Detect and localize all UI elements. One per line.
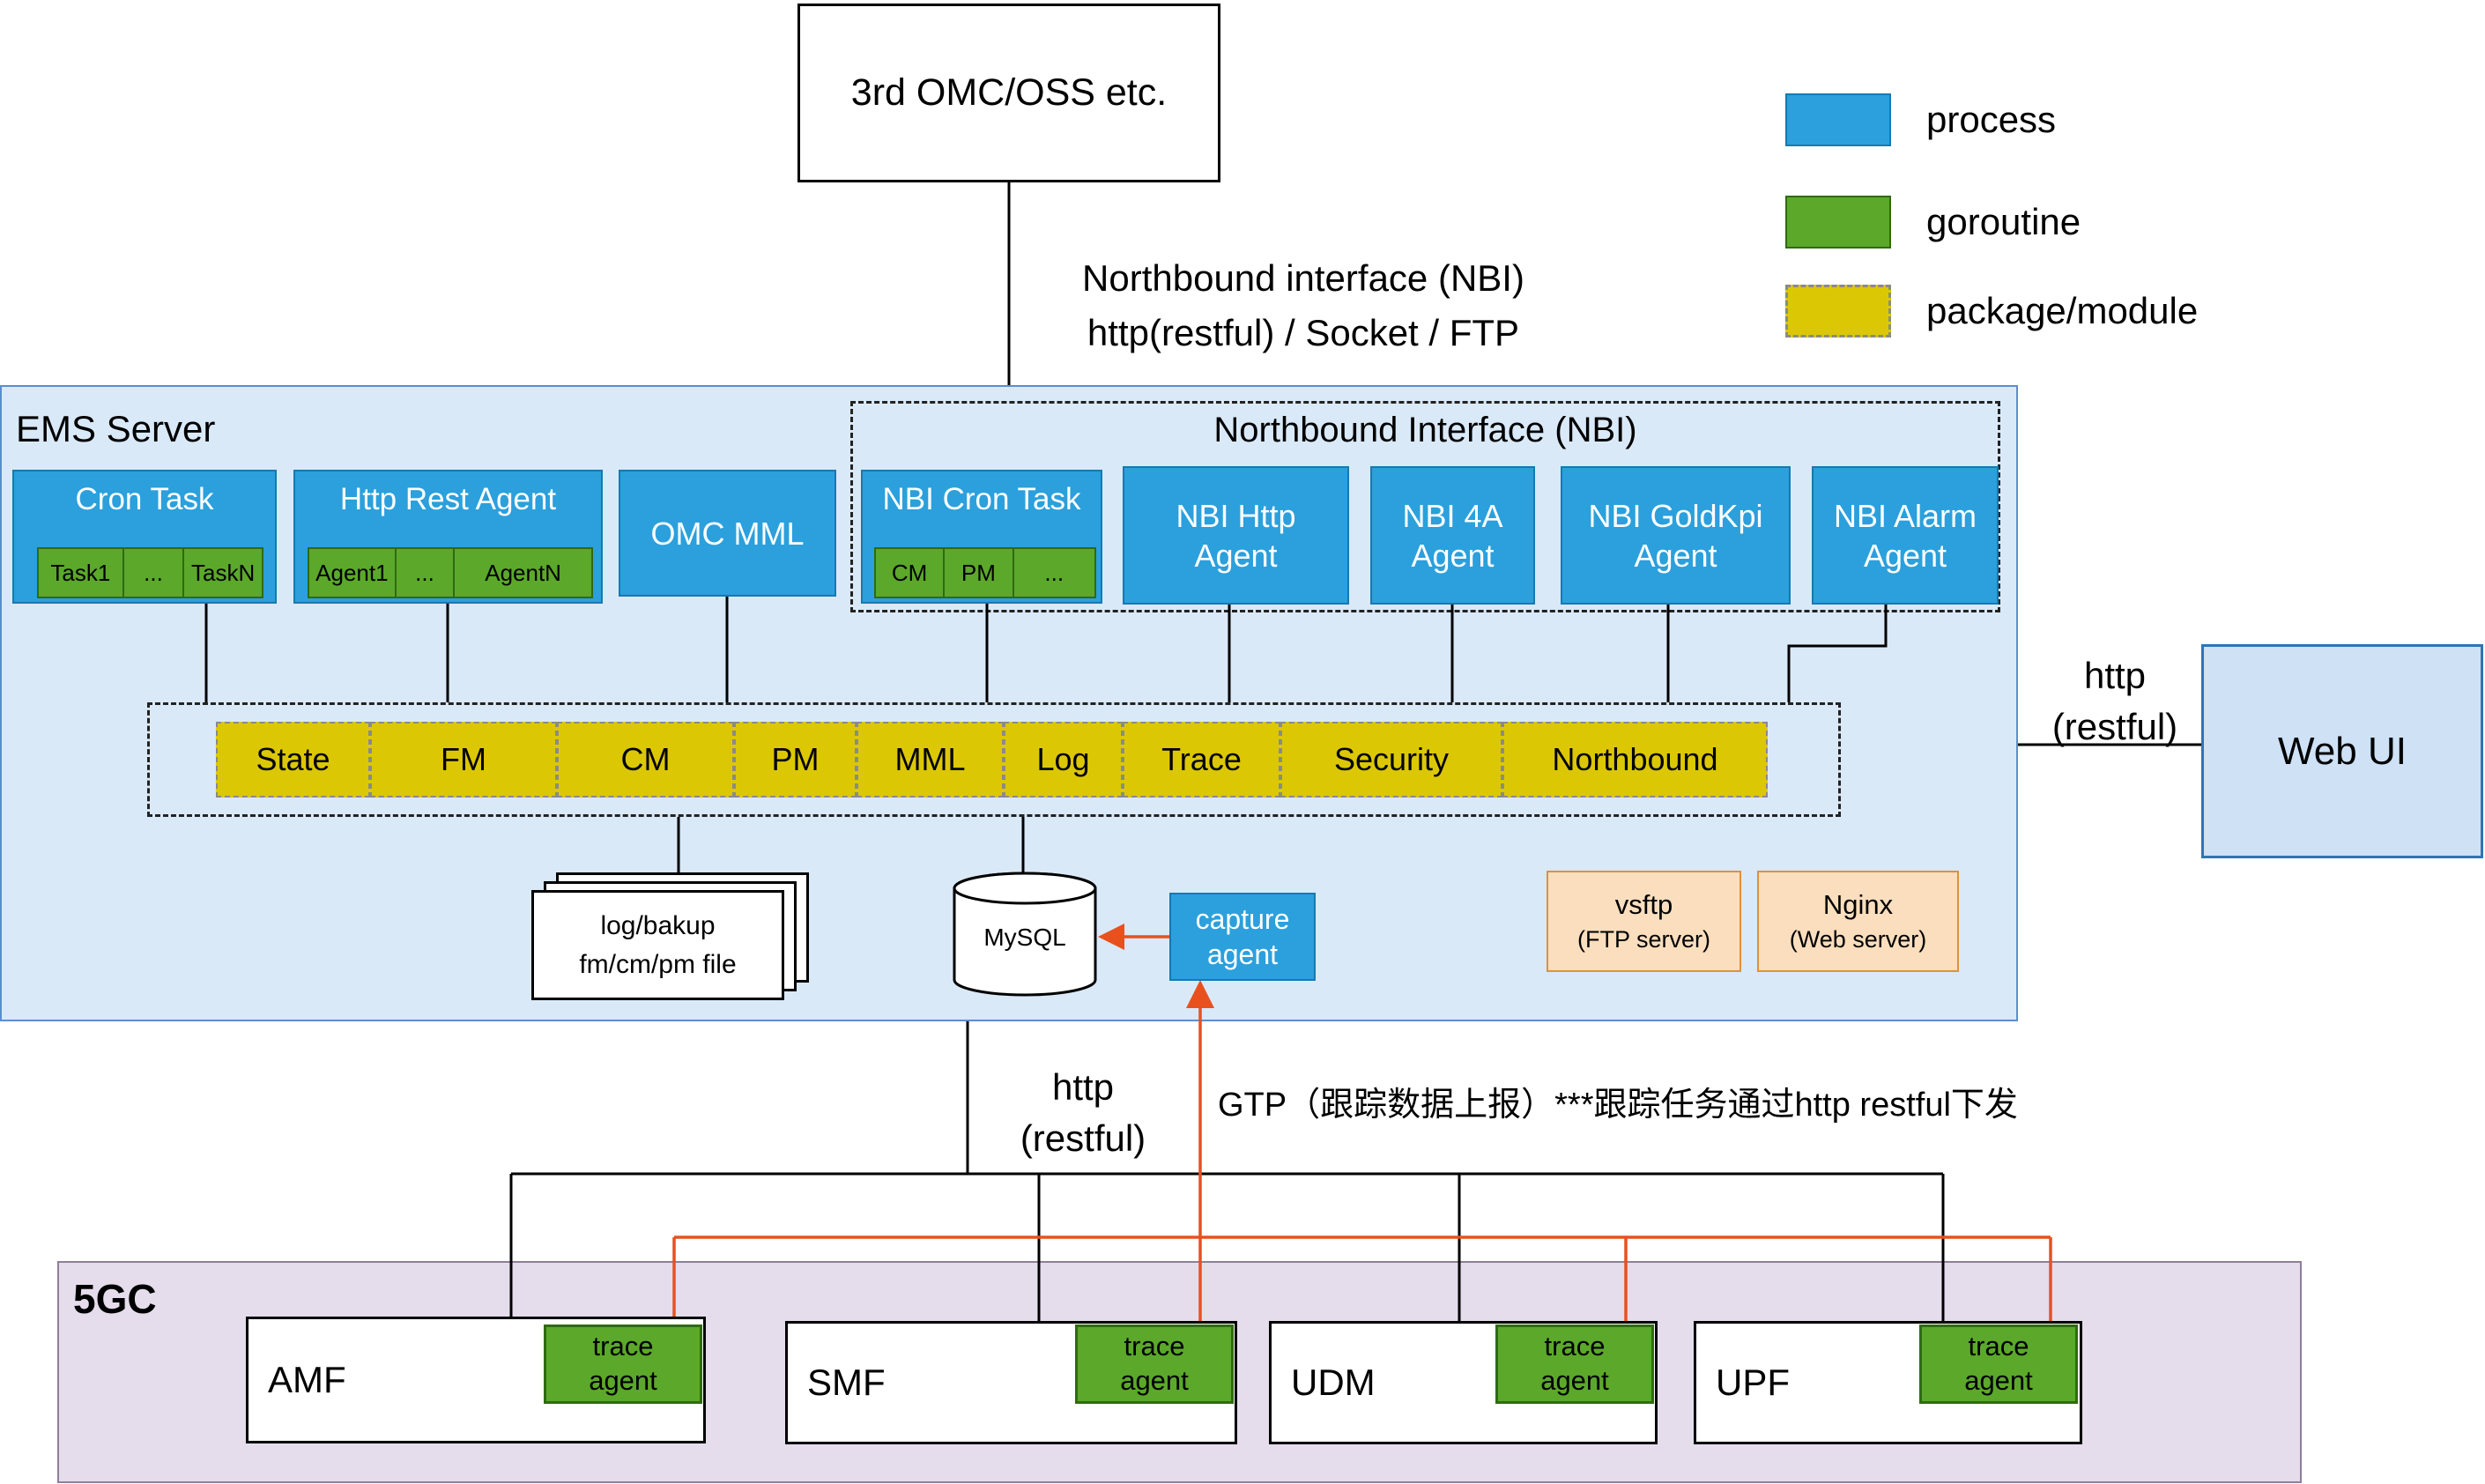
udm-trace-agent-label: trace agent	[1540, 1331, 1609, 1396]
legend-process-label: process	[1926, 99, 2057, 140]
nbi-4a-agent-label: NBI 4A Agent	[1402, 497, 1503, 574]
upf-trace-agent: trace agent	[1919, 1324, 2078, 1404]
nginx-desc: (Web server)	[1789, 926, 1927, 953]
goroutine-task-ellipsis: ...	[122, 547, 185, 598]
log-files-stack: log/bakup fm/cm/pm file	[531, 872, 822, 1019]
nbi-group-title: Northbound Interface (NBI)	[1213, 411, 1637, 449]
module-security: Security	[1280, 722, 1502, 798]
nginx-box: Nginx (Web server)	[1757, 871, 1959, 972]
module-pm: PM	[734, 722, 857, 798]
module-log: Log	[1004, 722, 1123, 798]
legend-package-label: package/module	[1926, 290, 2199, 331]
http-rest-agent-box: Http Rest Agent Agent1 ... AgentN	[293, 470, 603, 604]
omc-mml-label: OMC MML	[650, 515, 805, 552]
mysql-database: MySQL	[952, 869, 1098, 999]
south-http-line1: http	[1051, 1066, 1115, 1108]
module-mml: MML	[857, 722, 1004, 798]
amf-label: AMF	[268, 1359, 346, 1400]
capture-agent-box: capture agent	[1169, 893, 1316, 981]
vsftp-box: vsftp (FTP server)	[1547, 871, 1741, 972]
goroutine-nbi-ellipsis: ...	[1012, 547, 1096, 598]
cron-task-box: Cron Task Task1 ... TaskN	[12, 470, 277, 604]
nbi-cron-task-box: NBI Cron Task CM PM ...	[861, 470, 1102, 604]
nbi-goldkpi-agent-box: NBI GoldKpi Agent	[1561, 466, 1791, 605]
nbi-link-line2: http(restful) / Socket / FTP	[1087, 312, 1520, 353]
core-5gc-title: 5GC	[73, 1276, 157, 1322]
nbi-http-agent-box: NBI Http Agent	[1123, 466, 1349, 605]
external-omc-oss-label: 3rd OMC/OSS etc.	[850, 71, 1168, 114]
http-rest-agent-label: Http Rest Agent	[339, 482, 557, 516]
nbi-alarm-agent-label: NBI Alarm Agent	[1833, 497, 1977, 574]
cron-task-goroutines: Task1 ... TaskN	[37, 547, 263, 598]
amf-trace-agent: trace agent	[544, 1324, 702, 1404]
nbi-cron-task-label: NBI Cron Task	[882, 482, 1081, 516]
goroutine-pm: PM	[943, 547, 1014, 598]
goroutine-task1: Task1	[37, 547, 124, 598]
omc-mml-box: OMC MML	[619, 470, 836, 597]
web-ui-label: Web UI	[2278, 729, 2407, 773]
files-label-line2: fm/cm/pm file	[579, 949, 737, 979]
module-fm: FM	[370, 722, 557, 798]
module-northbound: Northbound	[1502, 722, 1768, 798]
web-ui-box: Web UI	[2201, 644, 2483, 858]
mysql-label: MySQL	[983, 924, 1066, 951]
south-http-label: http (restful)	[977, 1062, 1189, 1164]
legend-goroutine-swatch	[1785, 196, 1891, 249]
webui-link-line1: http	[2083, 655, 2147, 696]
module-state: State	[216, 722, 370, 798]
legend-goroutine-label: goroutine	[1926, 201, 2081, 242]
smf-trace-agent-label: trace agent	[1120, 1331, 1189, 1396]
nginx-name: Nginx	[1822, 889, 1894, 920]
nbi-group: Northbound Interface (NBI)	[850, 401, 2000, 612]
cron-task-label: Cron Task	[75, 482, 214, 516]
legend-process-swatch	[1785, 93, 1891, 146]
upf-trace-agent-label: trace agent	[1964, 1331, 2033, 1396]
udm-label: UDM	[1291, 1362, 1376, 1403]
nbi-http-agent-label: NBI Http Agent	[1176, 497, 1296, 574]
external-omc-oss-box: 3rd OMC/OSS etc.	[797, 4, 1220, 182]
webui-link-label: http (restful)	[2027, 650, 2203, 753]
vsftp-name: vsftp	[1614, 889, 1673, 920]
nbi-alarm-agent-box: NBI Alarm Agent	[1812, 466, 1999, 605]
goroutine-taskn: TaskN	[182, 547, 263, 598]
files-label-line1: log/bakup	[600, 910, 716, 940]
http-rest-agent-goroutines: Agent1 ... AgentN	[308, 547, 593, 598]
nbi-4a-agent-box: NBI 4A Agent	[1370, 466, 1535, 605]
module-row-group	[147, 702, 1841, 817]
goroutine-agentn: AgentN	[453, 547, 593, 598]
nbi-link-line1: Northbound interface (NBI)	[1082, 257, 1524, 299]
nbi-link-label: Northbound interface (NBI) http(restful)…	[1039, 251, 1568, 360]
goroutine-agent-ellipsis: ...	[394, 547, 456, 598]
goroutine-cm: CM	[874, 547, 946, 598]
udm-trace-agent: trace agent	[1495, 1324, 1654, 1404]
gtp-label: GTP（跟踪数据上报）***跟踪任务通过http restful下发	[1218, 1087, 2018, 1124]
file-sheet-front: log/bakup fm/cm/pm file	[531, 890, 784, 1000]
nbi-cron-task-goroutines: CM PM ...	[874, 547, 1096, 598]
goroutine-agent1: Agent1	[308, 547, 397, 598]
smf-label: SMF	[807, 1362, 886, 1403]
smf-trace-agent: trace agent	[1075, 1324, 1234, 1404]
module-trace: Trace	[1123, 722, 1280, 798]
south-http-line2: (restful)	[1020, 1117, 1146, 1159]
module-cm: CM	[557, 722, 734, 798]
upf-label: UPF	[1716, 1362, 1790, 1403]
nbi-goldkpi-agent-label: NBI GoldKpi Agent	[1588, 497, 1763, 574]
legend-package-swatch	[1785, 285, 1891, 338]
database-cylinder-icon	[953, 872, 1097, 997]
webui-link-line2: (restful)	[2051, 706, 2178, 747]
capture-agent-label: capture agent	[1195, 903, 1290, 970]
ems-server-title: EMS Server	[16, 408, 216, 449]
amf-trace-agent-label: trace agent	[589, 1331, 657, 1396]
vsftp-desc: (FTP server)	[1576, 926, 1710, 953]
